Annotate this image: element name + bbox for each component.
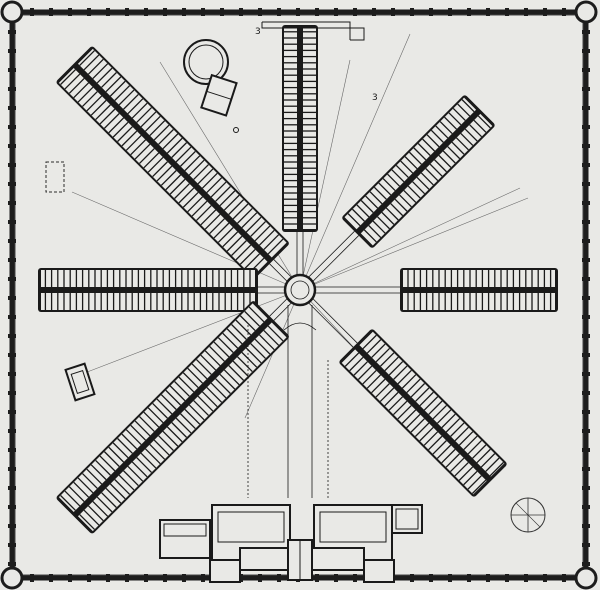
small-outbuilding [64,362,96,402]
corner-tower-se [574,566,598,590]
wing-northeast [308,95,495,282]
wing-west [38,268,285,312]
central-hub [283,273,317,307]
entrance-avenue [247,305,329,498]
corner-tower-sw [0,566,24,590]
wing-east [315,268,558,312]
corner-tower-ne [574,0,598,24]
mark-top: 3 [255,27,261,37]
compass-rose [510,497,546,533]
guide-lines [71,33,529,419]
chapel-building [183,39,239,133]
wing-southeast [308,298,507,497]
mark-right: 3 [372,93,378,103]
wing-southwest [56,298,292,534]
dashed-outbuilding [45,161,65,193]
cell-wings [38,25,558,534]
corner-tower-nw [0,0,24,24]
entrance-buildings [159,504,423,583]
wing-northwest [56,46,292,282]
wing-north [282,25,318,275]
